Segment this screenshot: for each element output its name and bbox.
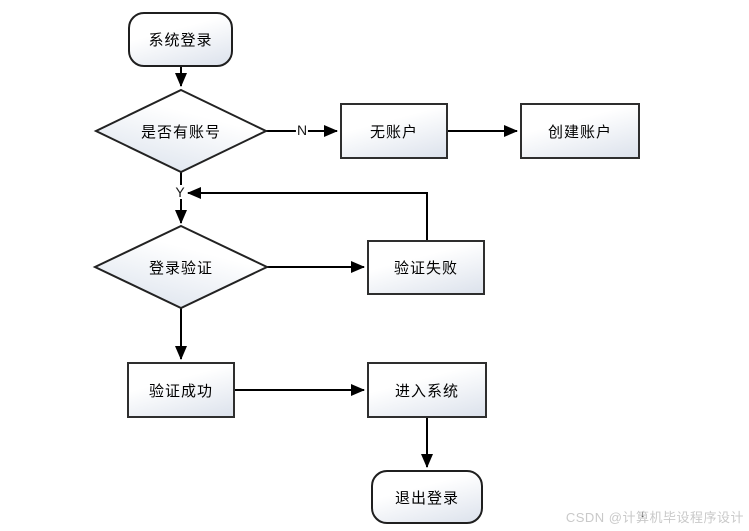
edge-label-no: N [295, 122, 309, 138]
mouse-cursor-artifact: ↓ [640, 509, 645, 520]
node-logout-label: 退出登录 [394, 489, 459, 507]
node-verify-success: 验证成功 [127, 362, 235, 418]
node-create-account: 创建账户 [520, 103, 640, 159]
node-start-label: 系统登录 [148, 32, 213, 49]
node-enter-system-label: 进入系统 [394, 382, 459, 400]
node-has-account-diamond [93, 88, 269, 174]
node-verify-success-label: 验证成功 [148, 382, 213, 400]
edge-label-yes: Y [174, 184, 186, 200]
node-verify-fail: 验证失败 [367, 240, 485, 295]
node-create-account-label: 创建账户 [547, 123, 612, 141]
node-logout: 退出登录 [371, 470, 483, 524]
node-no-account-label: 无账户 [369, 123, 418, 141]
edge-verify-fail-back-to-login-verify [187, 187, 428, 240]
node-enter-system: 进入系统 [367, 362, 487, 418]
node-no-account: 无账户 [340, 103, 448, 159]
node-verify-fail-label: 验证失败 [393, 260, 458, 277]
node-login-verify-diamond [92, 224, 270, 310]
node-start: 系统登录 [128, 12, 233, 67]
watermark-text: CSDN @计算机毕设程序设计 [565, 510, 744, 525]
